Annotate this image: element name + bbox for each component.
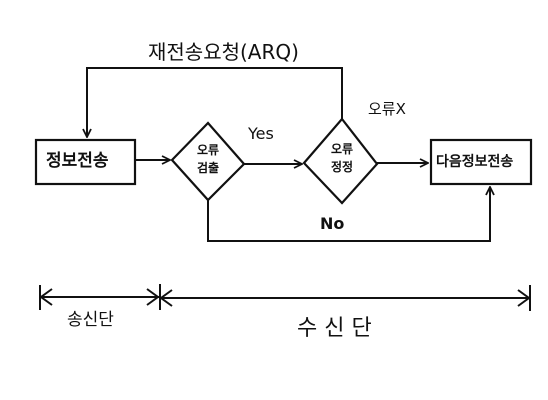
sender-left-arrowhead bbox=[39, 288, 53, 306]
arrow-retransmit-request bbox=[87, 67, 343, 137]
no-label: No bbox=[320, 214, 345, 233]
correct-diamond bbox=[302, 117, 379, 205]
send-box-label: 정보전송 bbox=[46, 151, 109, 171]
receiver-left-arrowhead bbox=[159, 289, 173, 307]
send-box bbox=[34, 138, 137, 186]
correct-label-line1: 오류 bbox=[330, 142, 354, 156]
error-x-label: 오류X bbox=[368, 100, 406, 118]
sender-right-arrowhead bbox=[146, 288, 160, 306]
receiver-section-label: 수 신 단 bbox=[297, 316, 372, 341]
arrow-no-path bbox=[207, 187, 490, 242]
detect-label-line1: 오류 bbox=[196, 143, 220, 157]
detect-label-line2: 검출 bbox=[196, 161, 220, 175]
retransmit-request-label: 재전송요청(ARQ) bbox=[148, 40, 299, 64]
correct-label-line2: 정정 bbox=[330, 160, 354, 174]
yes-label: Yes bbox=[248, 124, 274, 143]
sender-section-label: 송신단 bbox=[67, 310, 114, 330]
receive-box bbox=[429, 138, 533, 186]
receive-box-label: 다음정보전송 bbox=[436, 154, 514, 170]
